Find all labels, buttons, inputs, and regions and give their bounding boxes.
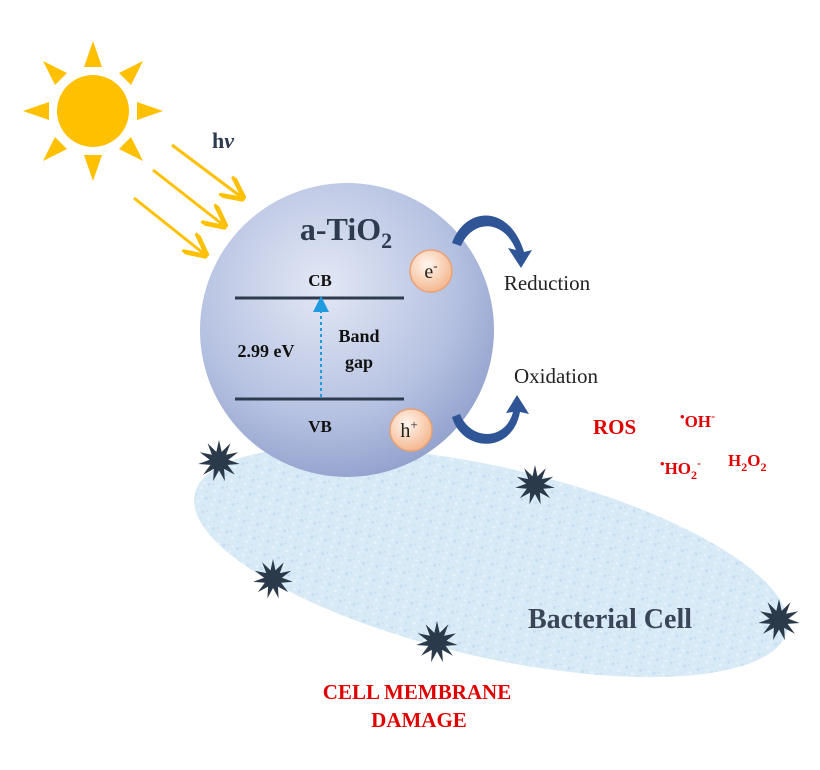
light-ray bbox=[171, 143, 240, 196]
hydroxyl-radical-label: •OH- bbox=[680, 409, 715, 431]
starburst-icon bbox=[758, 599, 800, 641]
starburst-group bbox=[198, 440, 800, 663]
light-ray bbox=[152, 168, 222, 224]
hydrogen-peroxide-label: H2O2 bbox=[728, 451, 766, 474]
oxidation-label: Oxidation bbox=[514, 364, 598, 388]
hydroperoxyl-radical-label: •HO2- bbox=[660, 456, 701, 482]
reduction-label: Reduction bbox=[504, 271, 591, 295]
bacterial-cell bbox=[194, 446, 788, 678]
hv-label: hν bbox=[212, 128, 234, 153]
starburst-icon bbox=[416, 621, 458, 663]
starburst-icon bbox=[515, 465, 555, 505]
sun-icon bbox=[23, 41, 163, 181]
cb-label: CB bbox=[308, 271, 332, 290]
ros-label: ROS bbox=[593, 415, 636, 439]
light-rays bbox=[133, 143, 240, 253]
oxidation-arrow-icon bbox=[452, 395, 529, 444]
vb-label: VB bbox=[308, 417, 332, 436]
bacterial-cell-label: Bacterial Cell bbox=[528, 604, 692, 635]
band-gap-label-line1: Band bbox=[338, 326, 379, 346]
band-gap-label-line2: gap bbox=[345, 352, 373, 372]
starburst-icon bbox=[198, 440, 240, 482]
damage-label-line1: CELL MEMBRANE bbox=[323, 680, 511, 704]
light-ray bbox=[133, 196, 203, 253]
starburst-icon bbox=[253, 559, 293, 599]
reduction-arrow-icon bbox=[452, 215, 532, 268]
band-gap-energy: 2.99 eV bbox=[238, 341, 295, 361]
electron-label: e- bbox=[424, 258, 437, 283]
particle-title: a-TiO2 bbox=[300, 211, 392, 253]
electron-badge: e- bbox=[409, 249, 453, 293]
hole-badge: h+ bbox=[389, 408, 433, 452]
damage-label-line2: DAMAGE bbox=[371, 708, 467, 732]
hole-label: h+ bbox=[400, 417, 417, 442]
